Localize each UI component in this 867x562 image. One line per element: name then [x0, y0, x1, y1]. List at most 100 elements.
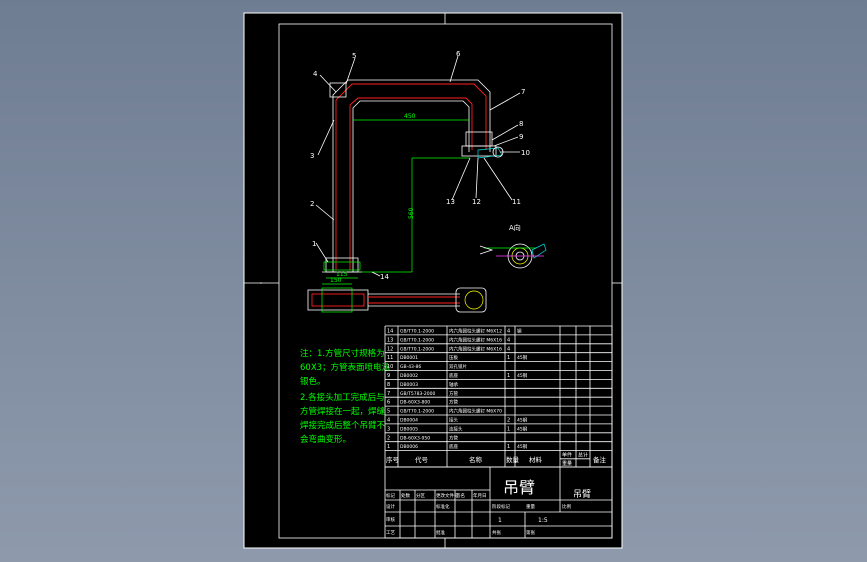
bom-header-code: 代号: [415, 455, 429, 464]
title-block-label: 更改文件号: [436, 492, 459, 499]
title-block-label: 分区: [416, 492, 425, 499]
note-line-4: 2.各接头加工完成后与: [300, 392, 385, 403]
top-view: 150: [307, 277, 487, 313]
bom-row-material: 45钢: [517, 354, 528, 361]
title-block-label: 批准: [436, 529, 445, 536]
note-line-2: 60X3；方管表面喷电泳: [300, 362, 391, 373]
title-block-label: 处数: [401, 492, 410, 499]
title-block-label: 审核: [386, 516, 395, 523]
bom-row-material: 45钢: [517, 443, 528, 450]
callout-9: 9: [519, 133, 523, 141]
title-block-label: 阶段标记: [492, 503, 510, 510]
bom-row-code: GB-43-86: [400, 364, 421, 370]
bom-row-code: DB0004: [400, 418, 418, 424]
callout-13: 13: [446, 198, 455, 206]
bom-row-no: 14: [387, 329, 393, 335]
callout-14: 14: [380, 273, 389, 281]
dim-base-top: 150: [330, 277, 342, 284]
bom-row-no: 1: [387, 444, 390, 450]
bom-row-name: 压板: [449, 354, 458, 361]
title-block-label: 签名: [456, 492, 465, 499]
a-view: A向: [479, 223, 547, 269]
bom-row-no: 8: [387, 382, 390, 388]
bom-row-no: 4: [387, 418, 390, 424]
front-view: 450 560 115 1 2 3 4 5 6 7 8: [310, 50, 530, 281]
bom-row-name: 方管: [449, 399, 458, 406]
callout-7: 7: [521, 88, 525, 96]
bom-header-weight: 重量: [562, 460, 572, 467]
bom-row-name: 底座: [449, 443, 458, 450]
bom-row-no: 7: [387, 391, 390, 397]
callout-5: 5: [352, 52, 356, 60]
bom-row-material: 45钢: [517, 372, 528, 379]
a-view-label: A向: [509, 223, 521, 232]
bom-row-no: 11: [387, 355, 393, 361]
bom-row-name: 内六角圆柱头螺钉 M6X16: [449, 345, 502, 352]
bom-header-material: 材料: [529, 455, 543, 464]
bom-row-code: DB0005: [400, 426, 418, 432]
scale-value: 1:5: [538, 517, 548, 524]
callout-4: 4: [313, 70, 318, 78]
drawing-title: 吊臂: [503, 478, 535, 497]
drawing-title-small: 吊臂: [573, 488, 591, 500]
bom-row-code: DB-60X3-950: [400, 435, 430, 441]
callout-6: 6: [456, 50, 461, 58]
bom-row-no: 12: [387, 346, 393, 352]
callout-11: 11: [512, 198, 521, 206]
bom-row-no: 6: [387, 400, 390, 406]
bom-row-code: GB/T70.1-2000: [400, 329, 434, 335]
bom-row-qty: 1: [507, 444, 510, 450]
sheet-number: 1: [498, 517, 502, 524]
bom-row-qty: 2: [507, 418, 510, 424]
bom-row-no: 13: [387, 337, 393, 343]
bom-row-code: GB/T70.1-2000: [400, 409, 434, 415]
bom-row-name: 连接头: [449, 425, 463, 432]
bom-header-no: 序号: [386, 455, 400, 464]
bom-row-name: 接头: [449, 417, 458, 424]
callout-3: 3: [310, 152, 314, 160]
bom-row-qty: 4: [507, 337, 510, 343]
bom-header-name: 名称: [469, 455, 483, 464]
bom-row-name: 内六角圆柱头螺钉 M6X16: [449, 336, 502, 343]
bom-row-name: 双孔锁片: [449, 363, 467, 370]
dim-vertical: 560: [408, 207, 415, 219]
bom-row-no: 9: [387, 373, 390, 379]
bom-header-unit: 单件: [562, 452, 572, 459]
bom-row-qty: 1: [507, 426, 510, 432]
bom-row-code: DB-60X3-800: [400, 400, 430, 406]
title-block-label: 比例: [562, 503, 571, 510]
bom-row-name: 内六角圆柱头螺钉 M6X70: [449, 408, 502, 415]
bom-row-name: 方管: [449, 390, 458, 397]
title-block-label: 重量: [526, 503, 535, 510]
dim-base: 115: [336, 271, 348, 278]
bom-row-code: GB/T70.1-2000: [400, 337, 434, 343]
bom-row-name: 轴承: [449, 381, 458, 388]
bom-row-no: 3: [387, 426, 390, 432]
callout-8: 8: [519, 120, 523, 128]
technical-notes: 注：1.方管尺寸规格为 60X3；方管表面喷电泳 银色。 2.各接头加工完成后与…: [300, 348, 391, 445]
bom-row-name: 方管: [449, 434, 458, 441]
bom-row-material: 45钢: [517, 417, 528, 424]
callout-10: 10: [521, 149, 530, 157]
bom-header-remark: 备注: [593, 455, 607, 464]
bom-row-qty: 4: [507, 346, 510, 352]
title-block-label: 设计: [386, 503, 395, 510]
callout-1: 1: [312, 240, 316, 248]
bom-row-code: DB0006: [400, 444, 418, 450]
bom-row-no: 5: [387, 409, 390, 415]
bom-row-qty: 1: [507, 355, 510, 361]
bom-row-qty: 1: [507, 373, 510, 379]
callout-12: 12: [472, 198, 481, 206]
title-block-label: 标准化: [436, 503, 450, 510]
note-line-6: 焊接完成后整个吊臂不: [300, 420, 386, 431]
note-line-1: 注：1.方管尺寸规格为: [300, 348, 385, 359]
title-block: 吊臂 吊臂 1 1:5 标记处数分区更改文件号签名年月日设计标准化审核工艺批准阶…: [384, 466, 613, 539]
bom-row-code: DB0002: [400, 373, 418, 379]
title-block-label: 共张: [492, 529, 501, 536]
bom-row-name: 底座: [449, 372, 458, 379]
bom-row-code: DB0001: [400, 355, 418, 361]
title-block-label: 标记: [386, 492, 395, 499]
bom-row-qty: 4: [507, 329, 510, 335]
